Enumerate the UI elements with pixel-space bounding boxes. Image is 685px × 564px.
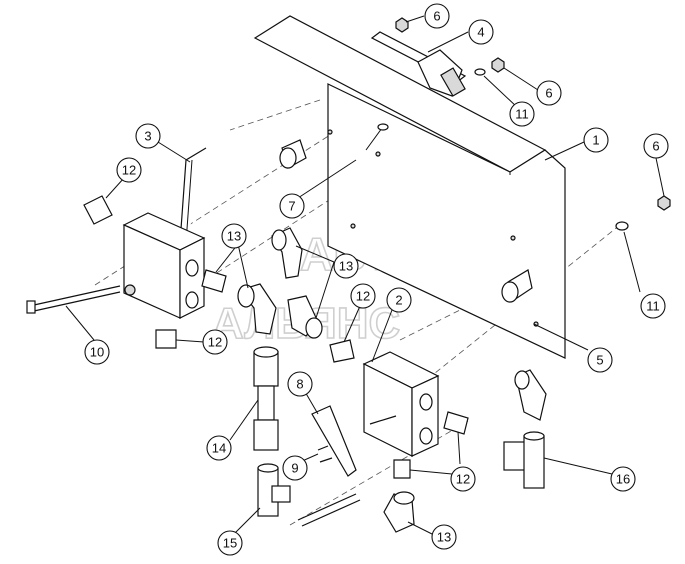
- callout-3: 3: [135, 123, 161, 149]
- callout-label: 10: [90, 345, 104, 360]
- linear-actuator: [370, 31, 467, 97]
- fitting-parts: [83, 195, 469, 479]
- callout-13-left: 13: [221, 223, 247, 249]
- callout-label: 12: [122, 163, 136, 178]
- callout-label: 5: [596, 353, 603, 368]
- callout-8: 8: [287, 371, 313, 397]
- spacer-parts: [279, 139, 533, 303]
- pins: [317, 445, 333, 463]
- callout-label: 6: [433, 9, 440, 24]
- callout-label: 15: [223, 536, 237, 551]
- callout-7: 7: [279, 193, 305, 219]
- long-bolt-left: [26, 285, 121, 314]
- valve-box-left: [122, 212, 206, 319]
- callout-label: 11: [646, 299, 660, 314]
- leader-lines: [65, 15, 665, 537]
- bolt-small: [365, 123, 389, 151]
- callout-13-center: 13: [333, 253, 359, 279]
- callout-label: 4: [477, 25, 484, 40]
- callout-label: 7: [288, 199, 295, 214]
- callout-11-top: 11: [509, 101, 535, 127]
- callout-14: 14: [206, 435, 232, 461]
- callout-11-right: 11: [640, 293, 666, 319]
- callout-12-left-bottom: 12: [202, 329, 228, 355]
- callout-label: 2: [395, 293, 402, 308]
- callout-12-bottom: 12: [450, 466, 476, 492]
- callout-label: 6: [652, 139, 659, 154]
- long-bolt-bottom: [297, 493, 361, 527]
- tube-coupling: [253, 346, 279, 451]
- callout-6-top: 6: [424, 3, 450, 29]
- callout-label: 6: [545, 86, 552, 101]
- callout-16: 16: [610, 466, 636, 492]
- callout-label: 3: [144, 129, 151, 144]
- callout-12-left-top: 12: [116, 157, 142, 183]
- callout-label: 14: [212, 441, 226, 456]
- callout-15: 15: [217, 530, 243, 556]
- callout-label: 13: [339, 259, 353, 274]
- callout-9: 9: [282, 455, 308, 481]
- callout-label: 1: [592, 133, 599, 148]
- callout-label: 13: [227, 229, 241, 244]
- callout-6-right: 6: [643, 133, 669, 159]
- callout-10: 10: [84, 339, 110, 365]
- callout-1: 1: [583, 127, 609, 153]
- callout-13-bottom: 13: [431, 524, 457, 550]
- callout-2: 2: [386, 287, 412, 313]
- callout-label: 9: [291, 461, 298, 476]
- elbow-parts: [237, 227, 547, 533]
- callout-label: 8: [296, 377, 303, 392]
- callout-label: 16: [616, 472, 630, 487]
- valve-box-right: [362, 351, 440, 457]
- callouts: 6 4 6 11 1 6 3 12: [84, 3, 669, 556]
- callout-label: 12: [208, 335, 222, 350]
- callout-label: 11: [515, 107, 529, 122]
- callout-12-center: 12: [350, 283, 376, 309]
- callout-4: 4: [468, 19, 494, 45]
- callout-6-actuator: 6: [536, 80, 562, 106]
- bracket-plate-small: [311, 405, 357, 477]
- tee-fitting-left: [257, 463, 291, 517]
- callout-label: 12: [456, 472, 470, 487]
- callout-label: 12: [356, 289, 370, 304]
- callout-5: 5: [587, 347, 613, 373]
- callout-label: 13: [437, 530, 451, 545]
- tee-fitting-right: [503, 431, 545, 489]
